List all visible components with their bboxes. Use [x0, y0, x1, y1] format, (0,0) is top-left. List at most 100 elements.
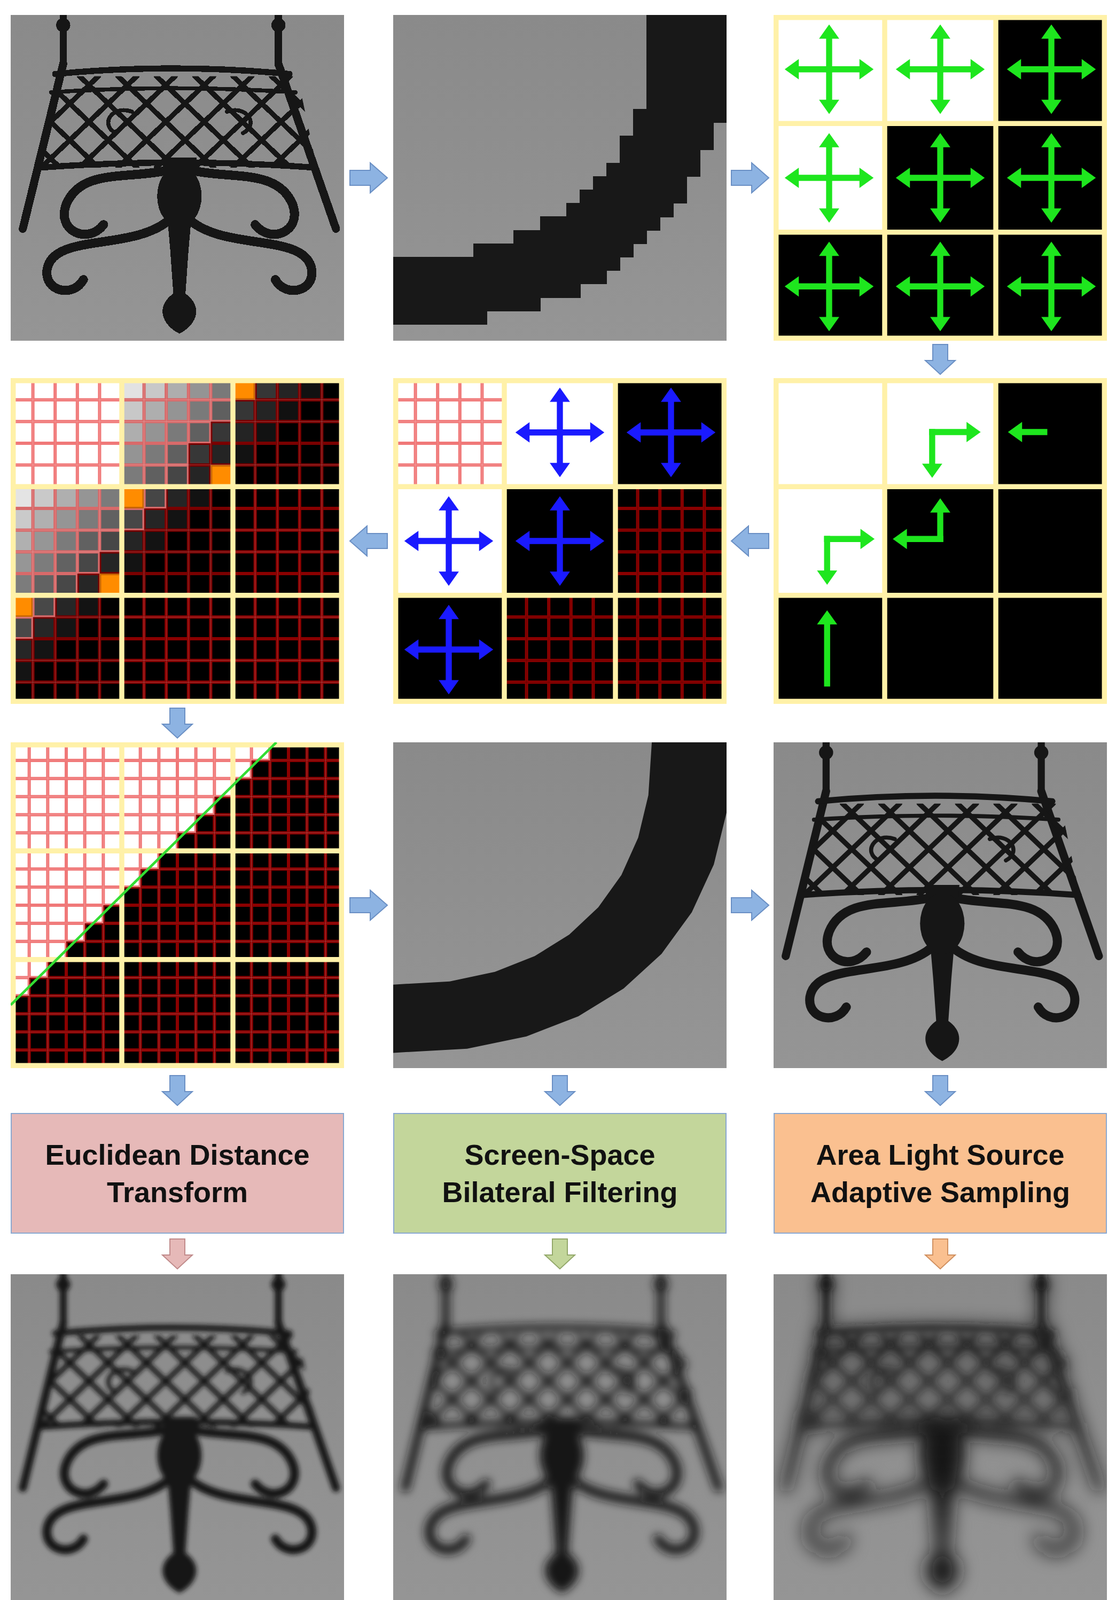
sub-pixel — [67, 1033, 85, 1050]
sub-pixel — [141, 888, 159, 905]
sub-pixel — [211, 596, 233, 617]
shadow-pixel — [619, 243, 634, 258]
shadow-pixel — [686, 14, 701, 29]
direction-arrow — [829, 174, 860, 181]
direction-arrow — [559, 537, 591, 544]
sub-pixel — [144, 531, 166, 552]
shadow-pixel — [513, 283, 528, 298]
text-wrap: Euclidean Distance Transform — [41, 1136, 314, 1212]
shadow-pixel — [540, 283, 554, 298]
shadow-pixel — [592, 270, 607, 285]
sub-pixel — [416, 400, 438, 421]
shadow-pixel — [699, 135, 714, 150]
sub-pixel — [48, 1015, 66, 1032]
shadow-pixel — [606, 243, 621, 258]
shadow-pixel — [419, 283, 434, 298]
sub-pixel — [159, 996, 177, 1014]
sub-pixel — [159, 888, 177, 905]
sub-pixel — [48, 996, 66, 1014]
sub-pixel — [67, 797, 85, 815]
sub-pixel — [33, 596, 55, 617]
shadow-pixel — [646, 176, 661, 191]
sub-pixel — [104, 870, 122, 887]
sub-pixel — [289, 960, 307, 978]
shadow-pixel — [646, 108, 661, 123]
sub-pixel — [77, 422, 99, 443]
sub-pixel — [270, 1033, 288, 1050]
sub-pixel — [278, 422, 300, 443]
sub-pixel — [278, 444, 300, 465]
sub-pixel — [67, 870, 85, 887]
sub-pixel — [527, 618, 549, 639]
sub-pixel — [460, 422, 482, 443]
sub-pixel — [252, 978, 270, 996]
sub-pixel — [255, 596, 277, 617]
sub-pixel — [104, 996, 122, 1014]
cell-border — [721, 378, 727, 705]
shadow-pixel — [579, 216, 594, 231]
sub-pixel — [638, 661, 660, 682]
shadow-pixel — [646, 55, 661, 69]
cell-border — [882, 378, 887, 705]
sub-pixel — [638, 509, 660, 530]
sub-pixel — [56, 640, 77, 661]
sub-pixel — [189, 465, 210, 487]
grid-cell — [393, 595, 505, 705]
sub-pixel — [233, 422, 255, 443]
direction-arrow — [1051, 283, 1082, 290]
sub-pixel — [104, 942, 122, 959]
sub-pixel — [144, 574, 166, 596]
shadow-pixel — [659, 55, 674, 69]
sub-pixel — [189, 487, 210, 509]
sub-pixel — [300, 574, 322, 596]
arrow-head — [930, 133, 951, 148]
shadow-pixel — [646, 203, 661, 217]
sub-pixel — [196, 906, 214, 924]
sub-pixel — [638, 487, 660, 509]
arrow-head — [590, 531, 605, 552]
sub-pixel — [289, 1033, 307, 1050]
sub-pixel — [85, 815, 103, 833]
arrow-head — [818, 241, 840, 256]
direction-arrow — [907, 535, 941, 542]
shadow-pixel — [646, 189, 661, 204]
shadow-pixel — [619, 135, 634, 150]
grid-cell — [884, 123, 996, 232]
cell-border — [339, 742, 345, 1069]
shadow-pixel — [633, 216, 647, 231]
shadow-pixel — [446, 283, 461, 298]
sub-pixel — [594, 661, 615, 682]
arrow-head — [438, 680, 459, 696]
shadow-pixel — [566, 256, 581, 271]
sub-pixel — [278, 596, 300, 617]
sub-pixel — [252, 852, 270, 869]
sub-pixel — [100, 552, 122, 574]
shadow-pixel — [459, 310, 474, 325]
down-arrow — [925, 1075, 956, 1106]
shadow-pixel — [646, 41, 661, 56]
shadow-pixel — [566, 283, 581, 298]
sub-pixel — [527, 596, 549, 617]
sub-pixel — [122, 761, 140, 778]
sub-pixel — [56, 552, 77, 574]
sub-pixel — [233, 444, 255, 465]
shadow-pixel — [673, 108, 688, 123]
sub-pixel — [141, 761, 159, 778]
left-arrow — [731, 526, 769, 557]
sub-pixel — [48, 815, 66, 833]
sub-pixel — [77, 509, 99, 530]
sub-pixel — [56, 444, 77, 465]
direction-arrow — [448, 537, 480, 544]
sub-pixel — [144, 487, 166, 509]
arrow-head — [860, 528, 875, 550]
shadow-pixel — [619, 176, 634, 191]
sub-pixel — [178, 1033, 196, 1050]
cell-border — [773, 14, 1107, 21]
shadow-pixel — [592, 216, 607, 231]
shadow-pixel — [633, 162, 647, 177]
shadow-pixel — [566, 216, 581, 231]
direction-arrow — [1020, 174, 1052, 181]
sub-pixel — [638, 618, 660, 639]
shadow-pixel — [526, 243, 541, 258]
shadow-pixel — [699, 41, 714, 56]
